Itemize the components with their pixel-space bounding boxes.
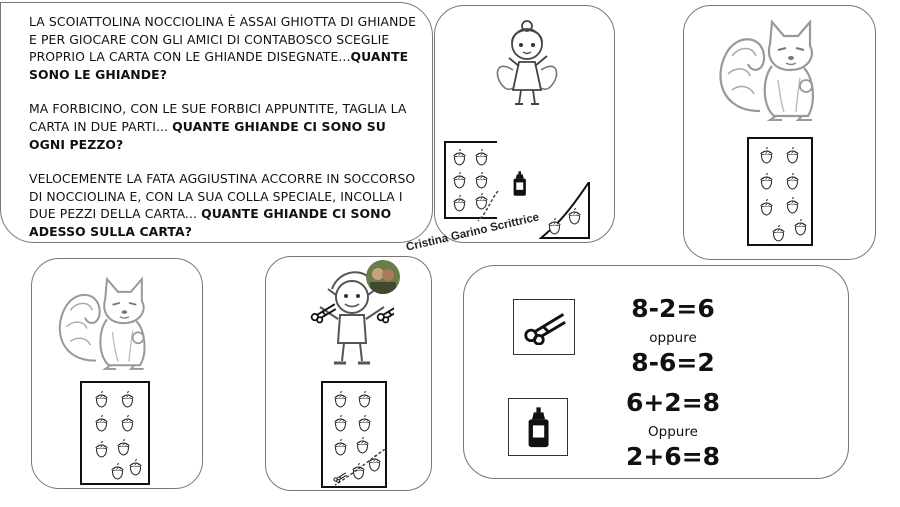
answers-card: 8-2=6 oppure 8-6=2 6+2=8 Oppure 2+6=8	[463, 265, 849, 479]
equation-1: 8-2=6	[631, 294, 715, 323]
acorn-icon	[333, 415, 348, 432]
oppure-label-1: oppure	[649, 330, 697, 346]
story-text-3: VELOCEMENTE LA FATA AGGIUSTINA ACCORRE I…	[29, 171, 416, 222]
fairy-card	[434, 5, 615, 243]
story-text-2: MA FORBICINO, CON LE SUE FORBICI APPUNTI…	[29, 101, 407, 134]
elf-illustration	[310, 271, 394, 365]
equation-4: 2+6=8	[625, 442, 721, 471]
acorn-card-whole	[747, 137, 813, 246]
scissors-icon	[523, 310, 567, 345]
question-1: QUANTE SONO LE GHIANDE?	[29, 49, 409, 82]
acorn-card-piece-small	[539, 182, 593, 240]
acorn-icon	[452, 172, 467, 189]
equation-2: 8-6=2	[631, 348, 715, 377]
acorn-icon	[452, 149, 467, 166]
acorn-card-whole	[80, 381, 150, 485]
cut-line	[477, 191, 499, 222]
acorn-icon	[94, 415, 109, 432]
story-paragraph-1: LA SCOIATTOLINA NOCCIOLINA È ASSAI GHIOT…	[29, 13, 424, 83]
squirrel-illustration	[52, 273, 162, 375]
author-watermark: Cristina Garino Scrittrice	[366, 211, 566, 304]
story-paragraph-2: MA FORBICINO, CON LE SUE FORBICI APPUNTI…	[29, 100, 424, 153]
question-2: QUANTE GHIANDE CI SONO SU OGNI PEZZO?	[29, 118, 386, 152]
squirrel-illustration	[712, 16, 832, 126]
glue-bottle-icon	[526, 407, 552, 449]
fairy-illustration	[496, 20, 558, 105]
acorn-icon	[120, 415, 135, 432]
scissors-box	[513, 299, 575, 355]
question-3: QUANTE GHIANDE CI SONO ADESSO SULLA CART…	[29, 206, 392, 239]
story-paragraph-3: VELOCEMENTE LA FATA AGGIUSTINA ACCORRE I…	[29, 170, 424, 240]
acorn-icon	[116, 439, 131, 456]
story-text-1: LA SCOIATTOLINA NOCCIOLINA È ASSAI GHIOT…	[29, 14, 417, 65]
story-text: LA SCOIATTOLINA NOCCIOLINA È ASSAI GHIOT…	[29, 13, 424, 258]
acorn-icon	[785, 147, 800, 164]
avatar	[366, 260, 400, 294]
scissors-icon	[333, 471, 347, 483]
equation-3: 6+2=8	[625, 388, 721, 417]
oppure-label-2: Oppure	[648, 424, 698, 440]
acorn-card-cut	[321, 381, 387, 488]
acorn-icon	[94, 441, 109, 458]
acorn-icon	[94, 391, 109, 408]
acorn-icon	[357, 415, 372, 432]
acorn-icon	[120, 391, 135, 408]
acorn-icon	[785, 197, 800, 214]
acorn-icon	[759, 199, 774, 216]
acorn-icon	[357, 391, 372, 408]
acorn-icon	[110, 463, 125, 480]
squirrel-card-left	[31, 258, 203, 489]
watermark-text: Cristina Garino Scrittrice	[405, 211, 541, 254]
acorn-icon	[128, 459, 143, 476]
acorn-icon	[785, 173, 800, 190]
avatar-photo	[366, 260, 400, 294]
glue-box	[508, 398, 568, 456]
acorn-card-piece-large	[444, 141, 499, 222]
acorn-icon	[333, 391, 348, 408]
squirrel-card-right	[683, 5, 876, 260]
acorn-icon	[474, 172, 489, 189]
acorn-icon	[759, 147, 774, 164]
acorn-icon	[474, 149, 489, 166]
acorn-icon	[759, 173, 774, 190]
cut-line	[334, 449, 386, 486]
glue-bottle-icon	[512, 171, 528, 197]
acorn-icon	[793, 219, 808, 236]
acorn-icon	[771, 225, 786, 242]
elf-card	[265, 256, 432, 491]
story-card: LA SCOIATTOLINA NOCCIOLINA È ASSAI GHIOT…	[0, 2, 433, 243]
acorn-icon	[452, 195, 467, 212]
acorn-icon	[567, 208, 582, 225]
